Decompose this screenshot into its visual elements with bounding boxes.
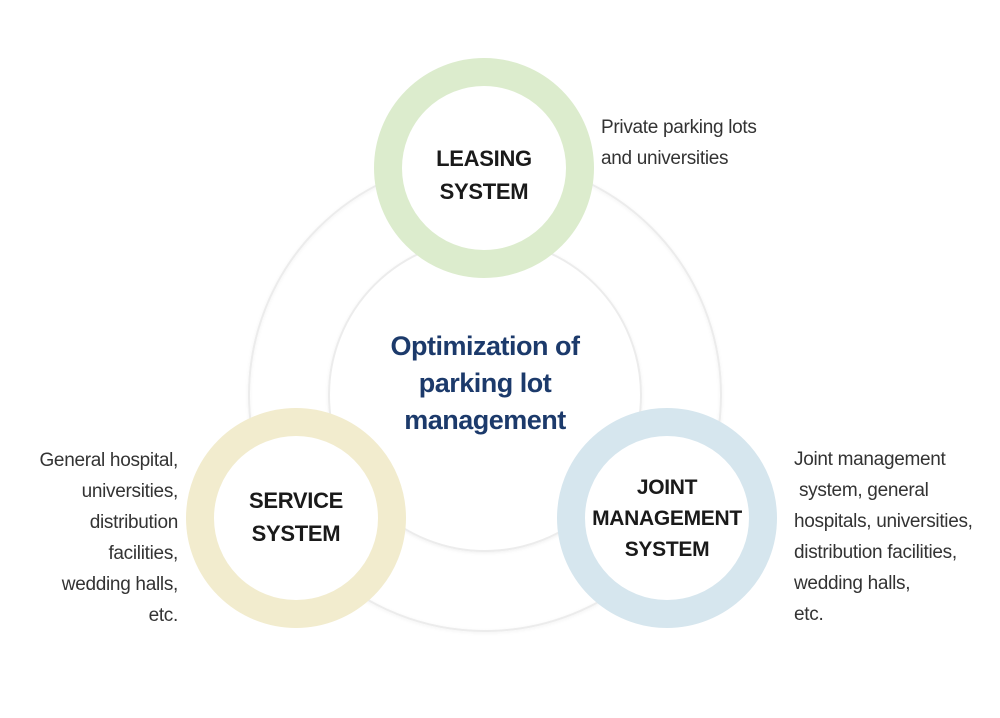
leasing-system-label: LEASING SYSTEM: [384, 142, 584, 208]
leasing-label-line: SYSTEM: [439, 179, 529, 204]
leasing-note: Private parking lots and universities: [601, 112, 757, 174]
service-note-line: etc.: [148, 605, 179, 626]
joint-note-line: distribution facilities,: [794, 542, 957, 563]
center-title: Optimization of parking lot management: [335, 328, 635, 439]
leasing-label-line: LEASING: [436, 146, 532, 171]
center-title-line: Optimization of: [390, 331, 580, 361]
joint-note-line: hospitals, universities,: [794, 511, 973, 532]
center-title-line: management: [404, 405, 566, 435]
joint-note-line: etc.: [794, 604, 824, 625]
leasing-note-line: Private parking lots: [601, 117, 757, 138]
joint-management-system-label: JOINT MANAGEMENT SYSTEM: [567, 472, 767, 565]
joint-label-line: SYSTEM: [624, 538, 710, 561]
joint-note-line: Joint management: [794, 449, 946, 470]
leasing-ring: [374, 58, 594, 278]
service-label-line: SYSTEM: [251, 521, 341, 546]
service-note-line: distribution: [89, 512, 179, 533]
service-system-label: SERVICE SYSTEM: [196, 484, 396, 550]
joint-note-line: system, general: [794, 480, 929, 501]
service-ring: [186, 408, 406, 628]
service-note-line: universities,: [81, 481, 179, 502]
joint-ring: [557, 408, 777, 628]
service-note-line: wedding halls,: [61, 574, 179, 595]
leasing-note-line: and universities: [601, 148, 729, 169]
center-title-line: parking lot: [418, 368, 552, 398]
service-note-line: facilities,: [108, 543, 178, 564]
joint-label-line: JOINT: [636, 476, 698, 499]
service-note: General hospital, universities, distribu…: [0, 445, 178, 631]
joint-note: Joint management system, general hospita…: [794, 444, 973, 630]
service-note-line: General hospital,: [39, 450, 178, 471]
joint-label-line: MANAGEMENT: [592, 507, 742, 530]
joint-note-line: wedding halls,: [794, 573, 911, 594]
service-label-line: SERVICE: [248, 488, 344, 513]
